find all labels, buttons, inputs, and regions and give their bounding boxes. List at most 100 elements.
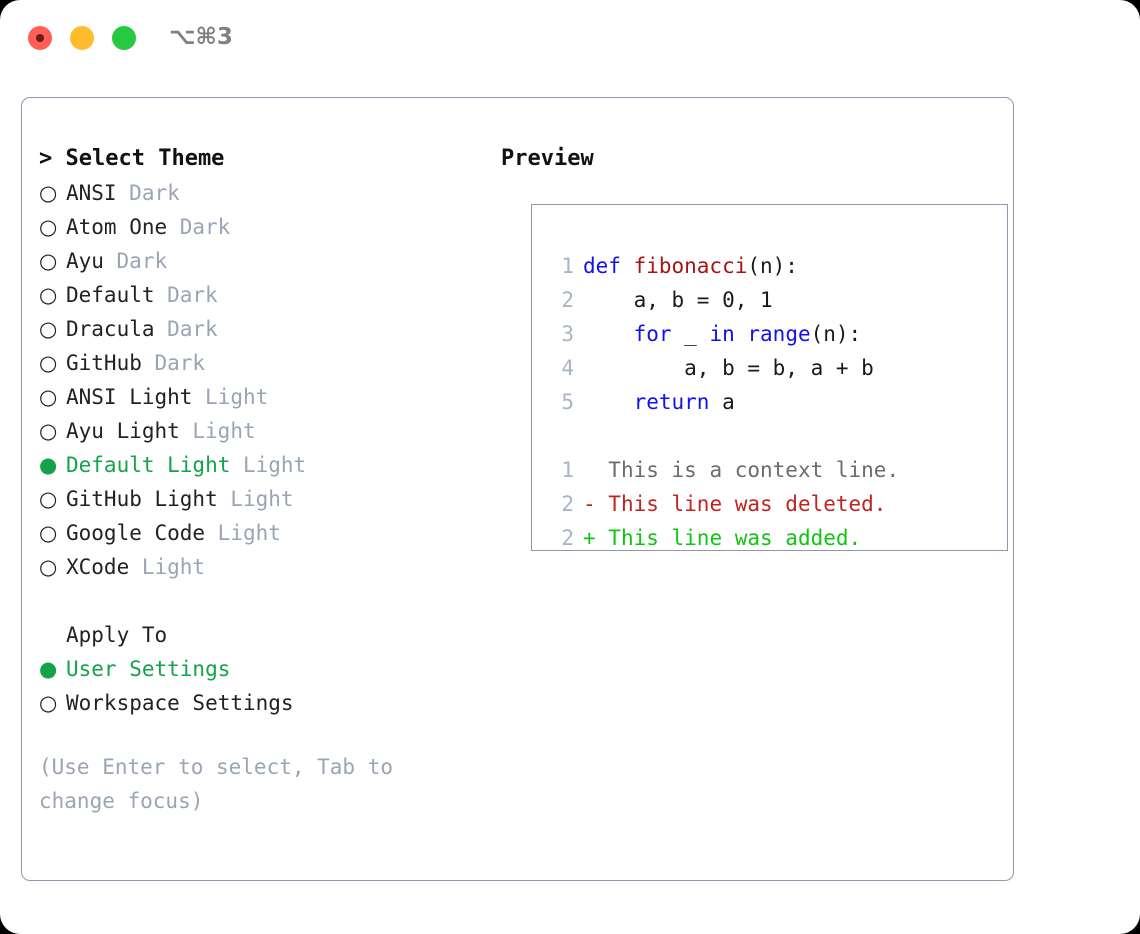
- theme-option-variant: Light: [217, 521, 281, 545]
- code-line: 5 return a: [546, 385, 996, 419]
- theme-option-ansi-light[interactable]: ○ ANSI Light Light: [39, 380, 499, 414]
- diff-line-number: 1: [561, 458, 574, 482]
- keyboard-hint: (Use Enter to select, Tab to change focu…: [39, 755, 406, 813]
- radio-selected-icon: ●: [39, 657, 58, 681]
- diff-marker: +: [583, 526, 596, 550]
- code-token: in: [709, 322, 748, 346]
- close-window-button[interactable]: [28, 26, 52, 50]
- theme-option-label: Default Light: [66, 453, 231, 477]
- radio-unselected-icon: ○: [39, 691, 58, 715]
- radio-selected-icon: ●: [39, 453, 58, 477]
- diff-marker: -: [583, 492, 596, 516]
- diff-line: 2 + This line was added.: [546, 521, 996, 555]
- radio-unselected-icon: ○: [39, 419, 58, 443]
- diff-line: 1 This is a context line.: [546, 453, 996, 487]
- code-line-number: 5: [561, 390, 574, 414]
- theme-option-default-light[interactable]: ● Default Light Light: [39, 448, 499, 482]
- code-line: 4 a, b = b, a + b: [546, 351, 996, 385]
- theme-option-variant: Dark: [154, 351, 206, 375]
- theme-option-xcode[interactable]: ○ XCode Light: [39, 550, 499, 584]
- code-token: (n):: [810, 322, 862, 346]
- theme-option-default[interactable]: ○ Default Dark: [39, 278, 499, 312]
- diff-line-number: 2: [561, 492, 574, 516]
- theme-option-github[interactable]: ○ GitHub Dark: [39, 346, 499, 380]
- radio-unselected-icon: ○: [39, 555, 58, 579]
- code-line-number: 3: [561, 322, 574, 346]
- radio-unselected-icon: ○: [39, 385, 58, 409]
- theme-option-variant: Light: [230, 487, 294, 511]
- code-token: [583, 317, 634, 351]
- code-line: 1 def fibonacci(n):: [546, 249, 996, 283]
- code-line-number: 4: [561, 356, 574, 380]
- theme-option-label: Ayu Light: [66, 419, 180, 443]
- code-token: a, b = b, a + b: [583, 356, 874, 380]
- apply-to-option-workspace-settings[interactable]: ○ Workspace Settings: [39, 686, 499, 720]
- code-token: (n):: [747, 254, 798, 278]
- theme-option-variant: Light: [141, 555, 206, 579]
- code-token: def: [583, 254, 634, 278]
- theme-option-variant: Light: [205, 385, 269, 409]
- code-line-number: 1: [561, 254, 574, 278]
- radio-unselected-icon: ○: [39, 317, 58, 341]
- code-token: [583, 385, 634, 419]
- diff-text: This is a context line.: [595, 458, 900, 482]
- theme-option-variant: Dark: [167, 317, 218, 341]
- list-spacer: [39, 584, 499, 618]
- code-token: a: [722, 390, 735, 414]
- radio-unselected-icon: ○: [39, 521, 58, 545]
- theme-option-label: Google Code: [66, 521, 206, 545]
- radio-unselected-icon: ○: [39, 487, 58, 511]
- code-diff-spacer: [546, 419, 996, 453]
- traffic-lights: [28, 26, 136, 50]
- theme-option-label: GitHub: [66, 351, 142, 375]
- preview-heading: Preview: [501, 146, 594, 171]
- theme-option-label: GitHub Light: [66, 487, 218, 511]
- diff-line-number: 2: [561, 526, 574, 550]
- apply-to-option-label: Workspace Settings: [66, 691, 294, 715]
- code-line-number: 2: [561, 288, 574, 312]
- radio-unselected-icon: ○: [39, 181, 58, 205]
- apply-to-heading: Apply To: [39, 618, 499, 652]
- diff-marker: [583, 453, 596, 487]
- diff-text: This line was deleted.: [595, 492, 887, 516]
- code-token: _: [684, 322, 710, 346]
- theme-option-label: Atom One: [66, 215, 168, 239]
- code-token: for: [633, 322, 685, 346]
- code-token: a, b = 0, 1: [583, 288, 773, 312]
- theme-option-github-light[interactable]: ○ GitHub Light Light: [39, 482, 499, 516]
- select-theme-heading: > Select Theme: [39, 146, 225, 171]
- theme-option-label: XCode: [66, 555, 130, 579]
- theme-option-variant: Dark: [116, 249, 168, 273]
- theme-option-variant: Dark: [167, 283, 218, 307]
- theme-option-variant: Dark: [129, 181, 180, 205]
- keyboard-shortcut-label: ⌥⌘3: [169, 24, 233, 50]
- apply-to-option-user-settings[interactable]: ●User Settings: [39, 652, 499, 686]
- radio-unselected-icon: ○: [39, 351, 58, 375]
- theme-option-variant: Light: [242, 453, 307, 477]
- minimize-window-button[interactable]: [70, 26, 94, 50]
- radio-unselected-icon: ○: [39, 283, 58, 307]
- theme-option-label: Ayu: [66, 249, 104, 273]
- code-token: fibonacci: [633, 254, 748, 278]
- diff-line: 2- This line was deleted.: [546, 487, 996, 521]
- theme-option-label: Dracula: [66, 317, 155, 341]
- maximize-window-button[interactable]: [112, 26, 136, 50]
- diff-text: This line was added.: [595, 526, 862, 550]
- theme-option-label: Default: [66, 283, 155, 307]
- theme-option-dracula[interactable]: ○ Dracula Dark: [39, 312, 499, 346]
- code-token: range: [747, 322, 811, 346]
- theme-option-label: ANSI Light: [66, 385, 193, 409]
- code-line: 3 for _ in range(n):: [546, 317, 996, 351]
- theme-option-google-code[interactable]: ○ Google Code Light: [39, 516, 499, 550]
